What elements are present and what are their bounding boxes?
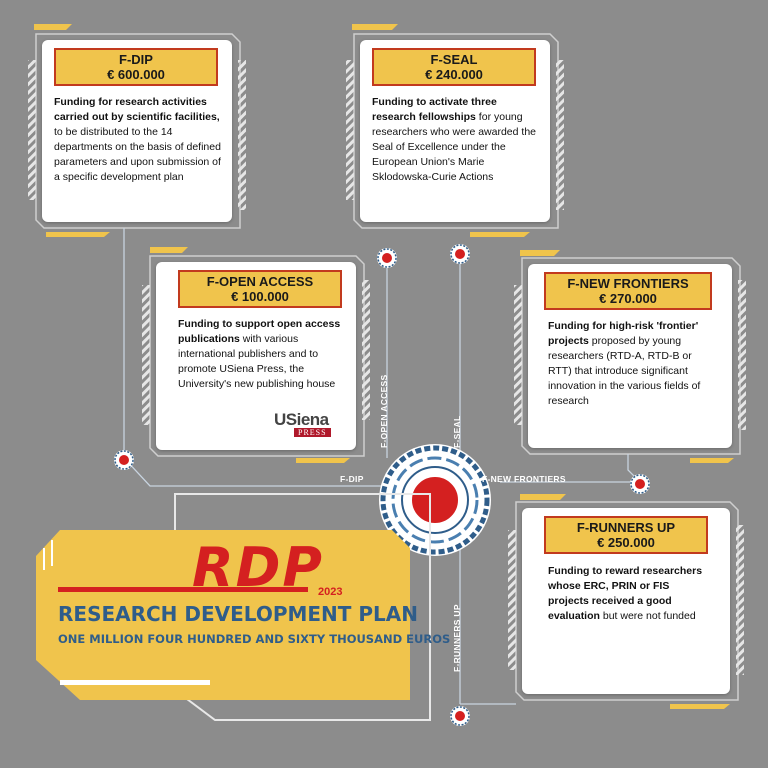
fund-amount: € 240.000 xyxy=(425,67,483,82)
fund-name: F-NEW FRONTIERS xyxy=(567,276,689,291)
connector-label-f-dip: F-DIP xyxy=(340,474,364,484)
card-header: F-RUNNERS UP € 250.000 xyxy=(544,516,708,554)
fund-name: F-OPEN ACCESS xyxy=(206,274,314,289)
fund-description: Funding for high-risk 'frontier' project… xyxy=(548,320,701,407)
rdp-plan-subtitle: ONE MILLION FOUR HUNDRED AND SIXTY THOUS… xyxy=(58,632,451,646)
card-f-open-access: F-OPEN ACCESS € 100.000 Funding to suppo… xyxy=(156,262,356,450)
card-header: F-OPEN ACCESS € 100.000 xyxy=(178,270,342,308)
fund-description: Funding to reward researchers whose ERC,… xyxy=(548,565,703,622)
rdp-year: 2023 xyxy=(318,586,343,598)
fund-description: Funding to support open access publicati… xyxy=(178,318,341,390)
connector-label-f-runners-up: F-RUNNERS UP xyxy=(452,604,462,672)
fund-amount: € 100.000 xyxy=(231,289,289,304)
central-hub xyxy=(379,444,491,556)
fund-name: F-DIP xyxy=(119,52,153,67)
stripe-decorations xyxy=(28,60,746,675)
connector-lines xyxy=(123,228,642,705)
card-header: F-NEW FRONTIERS € 270.000 xyxy=(544,272,712,310)
fund-name: F-RUNNERS UP xyxy=(576,520,676,535)
card-f-dip: F-DIP € 600.000 Funding for research act… xyxy=(42,40,232,222)
connector-label-f-new-frontiers: F-NEW FRONTIERS xyxy=(482,474,566,484)
rdp-plan-title: RESEARCH DEVELOPMENT PLAN xyxy=(58,602,419,626)
fund-description: Funding for research activities carried … xyxy=(54,96,221,183)
fund-amount: € 600.000 xyxy=(107,67,165,82)
fund-amount: € 270.000 xyxy=(599,291,657,306)
connector-label-f-seal: F-SEAL xyxy=(452,415,462,449)
fund-description: Funding to activate three research fello… xyxy=(372,96,537,183)
connector-label-f-open-access: F-OPEN ACCESS xyxy=(379,374,389,448)
fund-name: F-SEAL xyxy=(430,52,478,67)
rdp-acronym: RDP xyxy=(192,536,324,599)
card-header: F-SEAL € 240.000 xyxy=(372,48,536,86)
rdp-panel xyxy=(36,493,431,721)
card-frames xyxy=(35,33,741,701)
yellow-accents xyxy=(34,24,734,709)
card-f-seal: F-SEAL € 240.000 Funding to activate thr… xyxy=(360,40,550,222)
card-f-runners-up: F-RUNNERS UP € 250.000 Funding to reward… xyxy=(522,508,730,694)
node-markers xyxy=(114,244,650,726)
card-header: F-DIP € 600.000 xyxy=(54,48,218,86)
card-f-new-frontiers: F-NEW FRONTIERS € 270.000 Funding for hi… xyxy=(528,264,732,448)
usiena-press-logo: USiena PRESS xyxy=(274,410,331,437)
fund-amount: € 250.000 xyxy=(597,535,655,550)
